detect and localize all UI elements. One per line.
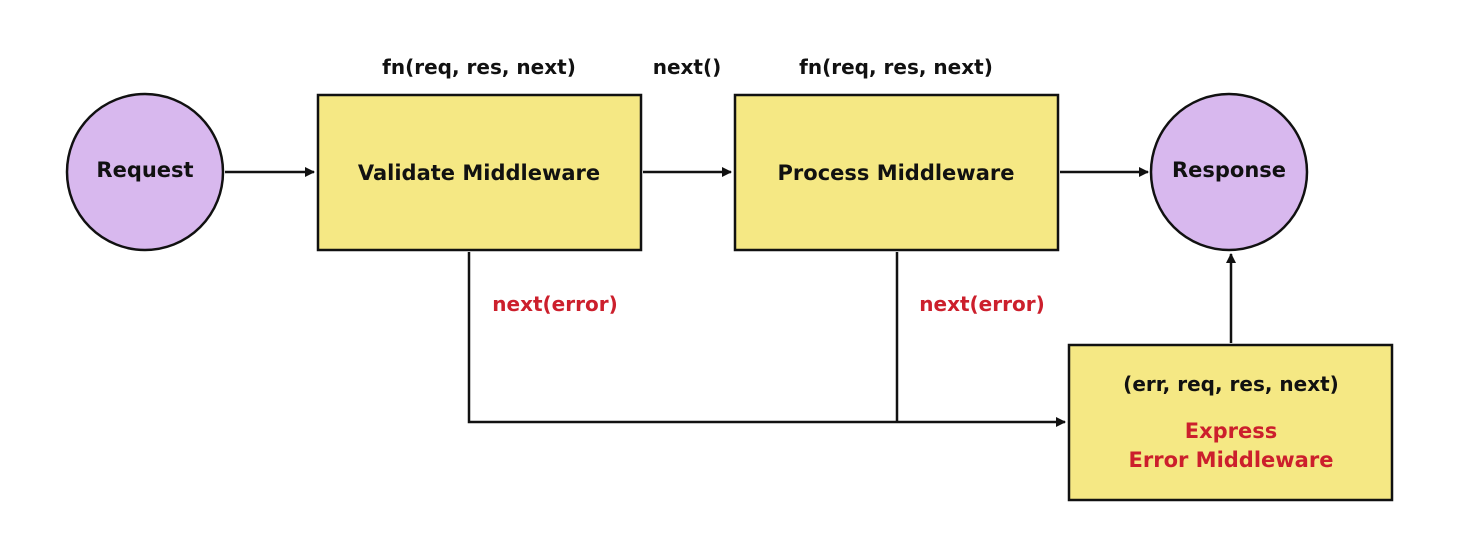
error-middleware-title-line2: Error Middleware	[1129, 448, 1334, 472]
process-error-label: next(error)	[919, 292, 1044, 316]
error-middleware-title-line1: Express	[1185, 419, 1278, 443]
validate-label: Validate Middleware	[358, 161, 600, 185]
response-label: Response	[1172, 158, 1286, 182]
error-middleware-node: (err, req, res, next) Express Error Midd…	[1067, 343, 1394, 502]
error-middleware-signature: (err, req, res, next)	[1123, 372, 1339, 396]
request-circle	[65, 92, 225, 252]
response-circle	[1149, 92, 1309, 252]
process-middleware-node: fn(req, res, next) Process Middleware	[733, 55, 1060, 252]
process-label: Process Middleware	[778, 161, 1015, 185]
request-label: Request	[96, 158, 193, 182]
validate-error-label: next(error)	[492, 292, 617, 316]
error-middleware-box	[1067, 343, 1394, 502]
process-box	[733, 93, 1060, 252]
arrow-validate-error-path	[467, 252, 1066, 427]
validate-middleware-node: fn(req, res, next) Validate Middleware	[316, 55, 643, 252]
process-signature: fn(req, res, next)	[799, 55, 993, 79]
validate-box	[316, 93, 643, 252]
response-node: Response	[1149, 92, 1309, 252]
validate-signature: fn(req, res, next)	[382, 55, 576, 79]
request-node: Request	[65, 92, 225, 252]
next-call-label: next()	[653, 55, 722, 79]
